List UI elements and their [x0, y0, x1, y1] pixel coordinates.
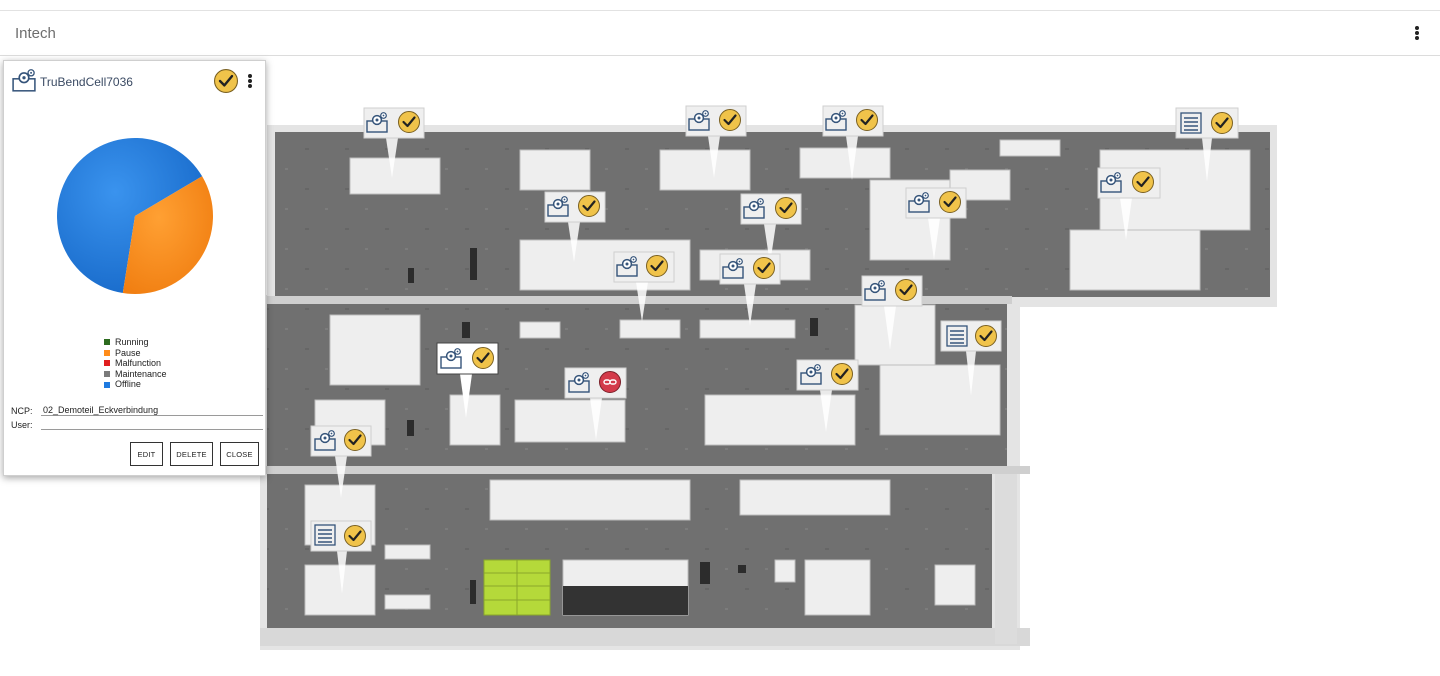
- panel-title: TruBendCell7036: [40, 75, 133, 89]
- legend-swatch: [104, 371, 110, 378]
- machine-marker[interactable]: [544, 191, 606, 262]
- machine-marker[interactable]: [861, 275, 923, 350]
- storage-marker[interactable]: [1175, 107, 1239, 182]
- machine-marker[interactable]: [363, 107, 425, 178]
- machine-marker-error[interactable]: [564, 367, 627, 440]
- close-button[interactable]: CLOSE: [220, 442, 259, 466]
- edit-button[interactable]: EDIT: [130, 442, 163, 466]
- machine-marker[interactable]: [310, 425, 372, 498]
- legend-swatch: [104, 360, 110, 367]
- ncp-value: 02_Demoteil_Eckverbindung: [41, 405, 263, 416]
- machine-marker[interactable]: [613, 251, 675, 322]
- ncp-row: NCP: 02_Demoteil_Eckverbindung: [11, 405, 263, 416]
- machine-gear-icon: [12, 69, 36, 92]
- machine-marker[interactable]: [1097, 167, 1161, 240]
- legend-item-malfunction: Malfunction: [104, 358, 167, 369]
- legend-item-pause: Pause: [104, 348, 167, 359]
- panel-menu-icon[interactable]: [247, 74, 253, 90]
- machine-marker[interactable]: [905, 187, 967, 260]
- machine-detail-panel: TruBendCell7036 Running Pause Malfunctio…: [3, 60, 266, 476]
- legend-item-running: Running: [104, 337, 167, 348]
- legend-item-maintenance: Maintenance: [104, 369, 167, 380]
- legend-label: Pause: [115, 347, 141, 358]
- legend-label: Running: [115, 337, 149, 347]
- machine-marker[interactable]: [685, 105, 747, 178]
- legend-swatch: [104, 349, 110, 356]
- checkmark-icon: [214, 69, 238, 93]
- legend-label: Maintenance: [115, 368, 167, 379]
- pie-legend: Running Pause Malfunction Maintenance Of…: [104, 337, 167, 390]
- machine-marker[interactable]: [822, 105, 884, 180]
- machine-marker[interactable]: [796, 359, 859, 432]
- user-value: [41, 419, 263, 430]
- machine-marker-selected[interactable]: [436, 342, 499, 418]
- status-pie-chart: [57, 138, 214, 295]
- pie-slice-pause: [122, 176, 214, 295]
- legend-swatch: [104, 381, 110, 388]
- delete-button[interactable]: DELETE: [170, 442, 213, 466]
- machine-marker[interactable]: [719, 253, 781, 326]
- app-title: Intech: [15, 25, 56, 42]
- storage-marker[interactable]: [940, 320, 1002, 396]
- legend-item-offline: Offline: [104, 379, 167, 390]
- legend-label: Offline: [115, 379, 141, 390]
- browser-top-strip: [0, 0, 1440, 11]
- pie-slice-offline: [57, 138, 203, 294]
- user-label: User:: [11, 420, 33, 430]
- legend-swatch: [104, 339, 110, 346]
- ncp-label: NCP:: [11, 406, 33, 416]
- factory-floor-map[interactable]: [0, 56, 1440, 676]
- machine-marker[interactable]: [740, 193, 802, 264]
- storage-marker[interactable]: [310, 520, 372, 594]
- user-row: User:: [11, 419, 263, 430]
- app-menu-icon[interactable]: [1412, 25, 1422, 43]
- app-bar: Intech: [0, 11, 1440, 56]
- legend-label: Malfunction: [115, 358, 162, 369]
